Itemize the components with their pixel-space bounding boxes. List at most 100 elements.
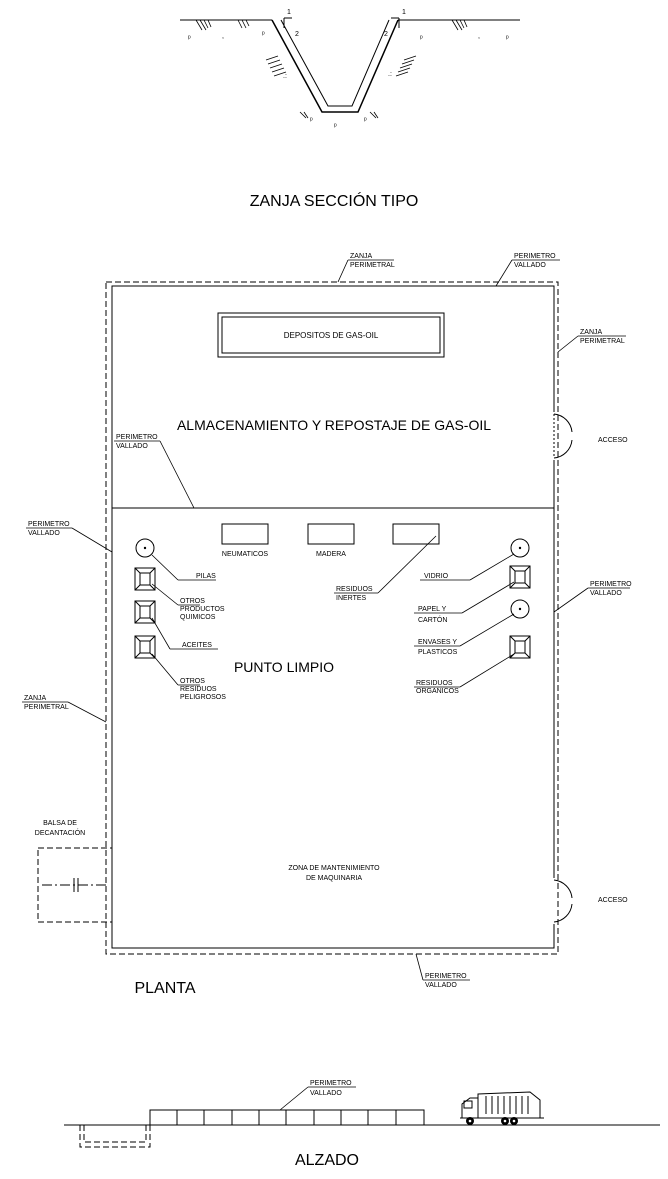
otros-quimicos-bin <box>134 567 156 591</box>
svg-text:VALLADO: VALLADO <box>28 530 60 537</box>
label-papel: PAPEL Y CARTÓN <box>414 581 515 624</box>
svg-text:ᵖ: ᵖ <box>364 117 367 124</box>
trench-section: 1 2 1 2 ᵖ,ᵖ .:ᵖᵖ ᵖ,ᵖ .:ᵖ ZA <box>180 9 520 210</box>
vidrio-bin <box>510 538 530 558</box>
perimeter-ditch <box>105 281 559 955</box>
svg-text:PERIMETRAL: PERIMETRAL <box>24 704 69 711</box>
svg-text:,: , <box>478 33 480 40</box>
perimeter-fence <box>111 285 555 949</box>
svg-text:PERIMETRO: PERIMETRO <box>590 581 632 588</box>
label-perimetro-left-mid: PERIMETRO VALLADO <box>26 521 113 553</box>
slope-left-top: 1 <box>287 9 291 16</box>
svg-text:ACEITES: ACEITES <box>182 642 212 649</box>
svg-text:RESIDUOS: RESIDUOS <box>336 586 373 593</box>
aceites-bin <box>134 600 156 624</box>
svg-text:.:: .: <box>388 71 392 78</box>
svg-text:,: , <box>222 33 224 40</box>
elevation-title: ALZADO <box>295 1152 359 1169</box>
svg-text:PELIGROSOS: PELIGROSOS <box>180 694 226 701</box>
svg-text:VIDRIO: VIDRIO <box>424 573 449 580</box>
label-zanja-top: ZANJA PERIMETRAL <box>337 253 395 283</box>
settling-pond <box>37 847 113 923</box>
label-aceites: ACEITES <box>151 617 218 650</box>
svg-text:INERTES: INERTES <box>336 595 367 602</box>
container-madera <box>307 523 355 545</box>
svg-text:VALLADO: VALLADO <box>514 262 546 269</box>
label-perimetro-left-upper: PERIMETRO VALLADO <box>114 434 195 509</box>
svg-text:PERIMETRO: PERIMETRO <box>514 253 556 260</box>
svg-text:CARTÓN: CARTÓN <box>418 615 447 624</box>
access-gate-lower <box>552 878 573 924</box>
label-envases: ENVASES Y PLASTICOS <box>414 613 515 656</box>
label-vidrio: VIDRIO <box>420 553 515 581</box>
svg-text:OTROS: OTROS <box>180 598 205 605</box>
ground-hatch-left <box>195 19 309 119</box>
balsa-line1: BALSA DE <box>43 820 77 827</box>
otros-peligrosos-bin <box>134 635 156 659</box>
svg-text:PERIMETRO: PERIMETRO <box>28 521 70 528</box>
label-otros-peligrosos: OTROS RESIDUOS PELIGROSOS <box>151 653 226 701</box>
label-residuos-inertes: RESIDUOS INERTES <box>334 535 437 602</box>
elevation-pond <box>79 1125 151 1148</box>
label-perimetro-bottom: PERIMETRO VALLADO <box>415 953 470 989</box>
label-perimetro-elevation: PERIMETRO VALLADO <box>279 1080 356 1111</box>
svg-text:QUIMICOS: QUIMICOS <box>180 614 216 621</box>
svg-text:PERIMETRO: PERIMETRO <box>310 1080 352 1087</box>
label-zanja-left: ZANJA PERIMETRAL <box>22 695 107 723</box>
svg-text:RESIDUOS: RESIDUOS <box>416 680 453 687</box>
svg-text:PERIMETRAL: PERIMETRAL <box>350 262 395 269</box>
label-organicos: RESIDUOS ORGANICOS <box>414 653 515 695</box>
svg-text:PILAS: PILAS <box>196 573 216 580</box>
svg-text:.:: .: <box>283 73 287 80</box>
svg-text:ᵖ: ᵖ <box>420 35 423 42</box>
garbage-truck-icon <box>460 1091 544 1125</box>
access-gate-upper <box>552 412 573 460</box>
svg-text:ZANJA: ZANJA <box>24 695 47 702</box>
elevation: PERIMETRO VALLADO <box>64 1080 660 1169</box>
container-neumaticos <box>221 523 269 545</box>
fuel-tank-box-inner <box>221 316 441 354</box>
svg-text:VALLADO: VALLADO <box>425 982 457 989</box>
svg-text:ᵖ: ᵖ <box>506 35 509 42</box>
slope-right-top: 1 <box>402 9 406 16</box>
label-pilas: PILAS <box>151 554 216 581</box>
pilas-bin <box>135 538 155 558</box>
svg-text:ZANJA: ZANJA <box>350 253 373 260</box>
svg-text:PERIMETRAL: PERIMETRAL <box>580 338 625 345</box>
label-perimetro-top: PERIMETRO VALLADO <box>495 253 560 287</box>
svg-text:ENVASES Y: ENVASES Y <box>418 639 457 646</box>
label-zanja-right: ZANJA PERIMETRAL <box>557 329 626 353</box>
punto-limpio-title: PUNTO LIMPIO <box>234 659 334 675</box>
svg-text:PERIMETRO: PERIMETRO <box>425 973 467 980</box>
ground-hatch-right <box>369 19 468 119</box>
balsa-line2: DECANTACIÓN <box>35 828 85 837</box>
section-title: ZANJA SECCIÓN TIPO <box>250 191 419 210</box>
slope-left-side: 2 <box>295 31 299 38</box>
neumaticos-label: NEUMATICOS <box>222 551 268 558</box>
svg-text:PAPEL Y: PAPEL Y <box>418 606 447 613</box>
svg-text:ORGANICOS: ORGANICOS <box>416 688 459 695</box>
svg-text:ᵖ: ᵖ <box>310 117 313 124</box>
papel-bin <box>509 565 531 589</box>
container-inertes <box>392 523 440 545</box>
acceso-upper-label: ACCESO <box>598 437 628 444</box>
svg-text:VALLADO: VALLADO <box>116 443 148 450</box>
label-perimetro-right: PERIMETRO VALLADO <box>553 581 632 613</box>
svg-text:PRODUCTOS: PRODUCTOS <box>180 606 225 613</box>
svg-text:PLASTICOS: PLASTICOS <box>418 649 458 656</box>
site-plan: ACCESO ACCESO DEPOSITOS DE GAS-OIL ALMAC… <box>22 253 632 997</box>
depositos-label: DEPOSITOS DE GAS-OIL <box>284 331 379 340</box>
fuel-tank-box-outer <box>217 312 445 358</box>
svg-text:ᵖ: ᵖ <box>334 123 337 130</box>
svg-text:VALLADO: VALLADO <box>590 590 622 597</box>
zona-mantenimiento-line1: ZONA DE MANTENIMIENTO <box>288 865 380 872</box>
gasoil-area-title: ALMACENAMIENTO Y REPOSTAJE DE GAS-OIL <box>177 417 491 433</box>
soil-marks: ᵖ,ᵖ .:ᵖᵖ ᵖ,ᵖ .:ᵖ <box>188 31 509 130</box>
svg-text:VALLADO: VALLADO <box>310 1090 342 1097</box>
label-otros-quimicos: OTROS PRODUCTOS QUIMICOS <box>151 583 225 621</box>
svg-text:PERIMETRO: PERIMETRO <box>116 434 158 441</box>
svg-text:OTROS: OTROS <box>180 678 205 685</box>
madera-label: MADERA <box>316 551 346 558</box>
svg-text:ᵖ: ᵖ <box>262 31 265 38</box>
